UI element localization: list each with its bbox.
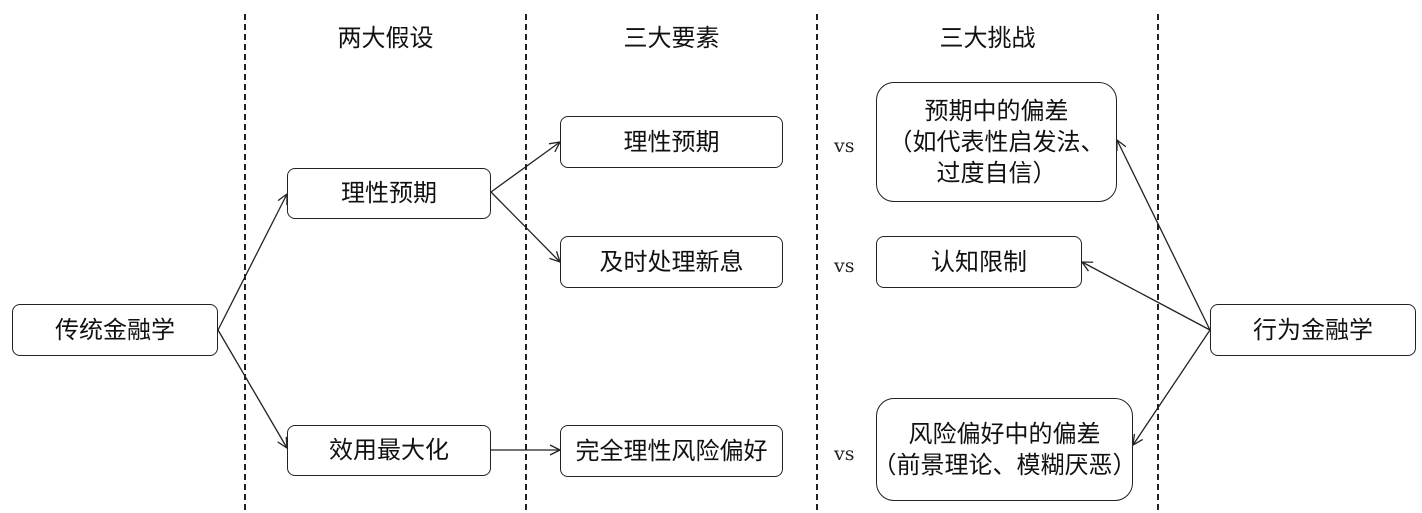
node-utility-maximization: 效用最大化: [287, 425, 491, 476]
node-full-rational-risk-preference: 完全理性风险偏好: [560, 425, 783, 477]
node-timely-processing: 及时处理新息: [560, 236, 783, 288]
arrow-rational-to-timely: [490, 191, 560, 262]
arrow-behavioral-to-cognitive: [1082, 262, 1211, 331]
arrow-rational-to-element: [490, 142, 560, 193]
node-expectation-bias: 预期中的偏差 （如代表性启发法、 过度自信）: [876, 82, 1117, 202]
node-rational-expectation-element: 理性预期: [560, 116, 783, 168]
column-divider: [525, 14, 527, 510]
node-cognitive-limits: 认知限制: [876, 236, 1082, 288]
vs-label: vs: [834, 135, 855, 157]
arrow-behavioral-to-risk-bias: [1133, 329, 1211, 445]
arrow-traditional-to-rational: [217, 194, 287, 331]
arrow-traditional-to-utility: [217, 329, 287, 448]
vs-label: vs: [834, 443, 855, 465]
node-risk-preference-bias: 风险偏好中的偏差 （前景理论、模糊厌恶）: [873, 398, 1137, 501]
node-traditional-finance: 传统金融学: [12, 304, 218, 356]
node-rational-expectation: 理性预期: [287, 168, 491, 219]
column-divider: [816, 14, 818, 510]
column-divider: [1157, 14, 1159, 510]
column-divider: [244, 14, 246, 510]
column-header-challenges: 三大挑战: [939, 24, 1036, 52]
arrow-behavioral-to-expectation-bias: [1117, 140, 1211, 331]
vs-label: vs: [834, 255, 855, 277]
column-header-elements: 三大要素: [623, 24, 720, 52]
column-header-assumptions: 两大假设: [337, 24, 434, 52]
node-behavioral-finance: 行为金融学: [1210, 304, 1416, 356]
